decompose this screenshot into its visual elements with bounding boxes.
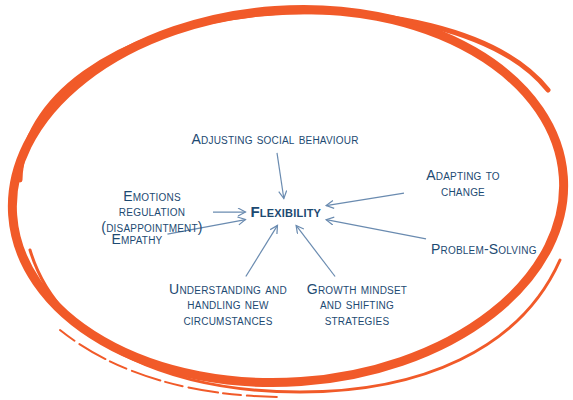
- node-text: Emotions regulation (disappointment): [96, 189, 208, 236]
- node-text: Growth mindset and shifting strategies: [302, 282, 412, 329]
- skill-node: Adapting to change: [409, 168, 517, 200]
- node-text: Empathy: [112, 232, 163, 248]
- skill-node: Understanding and handling new circumsta…: [163, 282, 293, 329]
- arrow-connector: [296, 225, 335, 276]
- connector-layer: [167, 153, 426, 277]
- brush-stroke: [60, 330, 280, 397]
- arrow-connector: [326, 220, 426, 239]
- brush-stroke: [30, 250, 560, 392]
- central-concept: Flexibility: [251, 204, 322, 221]
- arrow-connector: [326, 193, 404, 205]
- arrow-connector: [213, 211, 246, 212]
- arrow-connector: [246, 225, 278, 276]
- skill-node: Adjusting social behaviour: [192, 132, 359, 148]
- skill-node: Growth mindset and shifting strategies: [302, 282, 412, 329]
- skill-node: Empathy: [112, 232, 163, 248]
- skill-node: Emotions regulation (disappointment): [96, 189, 208, 236]
- node-text: Understanding and handling new circumsta…: [163, 282, 293, 329]
- node-text: Problem-Solving: [431, 242, 537, 258]
- brush-stroke: [20, 12, 548, 180]
- node-text: Adapting to change: [409, 168, 517, 200]
- arrow-connector: [277, 153, 284, 199]
- node-text: Adjusting social behaviour: [192, 132, 359, 148]
- skill-node: Problem-Solving: [431, 242, 537, 258]
- node-text: Flexibility: [251, 204, 322, 221]
